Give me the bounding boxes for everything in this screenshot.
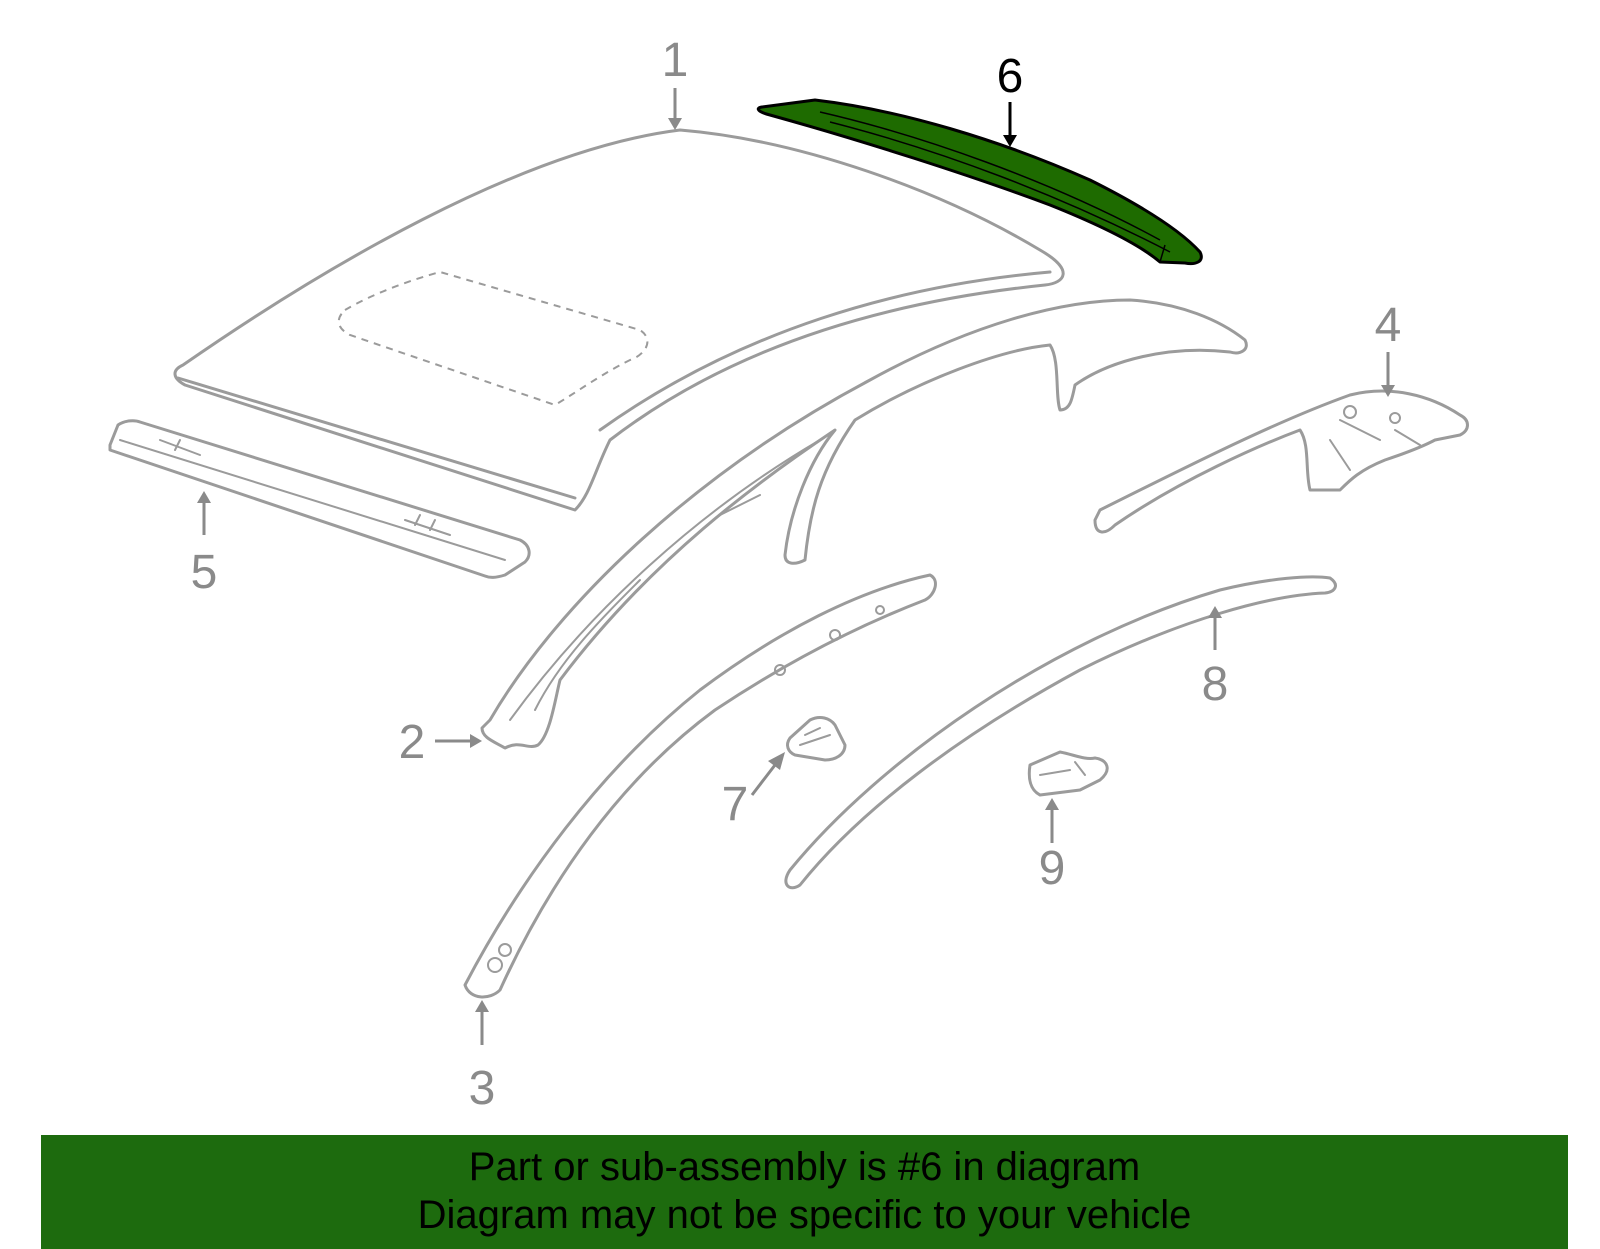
part-6-roof-bow[interactable] — [756, 98, 1203, 266]
callout-7-arrow — [750, 764, 777, 796]
part-7-bracket[interactable] — [786, 716, 847, 762]
part-2-side-inner-rail[interactable] — [480, 298, 1248, 750]
part-9-clip[interactable] — [1027, 750, 1109, 797]
callout-6-label[interactable]: 6 — [997, 50, 1024, 103]
callout-3-label[interactable]: 3 — [469, 1062, 496, 1115]
info-banner: Part or sub-assembly is #6 in diagram Di… — [41, 1135, 1568, 1249]
part-5-front-header[interactable] — [108, 419, 531, 579]
callout-1-label[interactable]: 1 — [662, 34, 689, 87]
callout-9-arrowhead — [1045, 798, 1059, 810]
callout-2-arrowhead — [470, 734, 482, 748]
part-8-drip-rail[interactable] — [784, 575, 1337, 890]
callout-9-label[interactable]: 9 — [1039, 842, 1066, 895]
callout-7-arrowhead — [768, 752, 785, 770]
callout-6-arrowhead — [1003, 135, 1017, 147]
callout-5-label[interactable]: 5 — [191, 546, 218, 599]
banner-line-2: Diagram may not be specific to your vehi… — [417, 1193, 1192, 1237]
banner-line-1: Part or sub-assembly is #6 in diagram — [468, 1145, 1141, 1189]
callout-1-arrowhead — [668, 118, 682, 130]
callout-8-arrowhead — [1208, 606, 1222, 618]
part-1-roof-panel[interactable] — [173, 128, 1065, 512]
callout-4-label[interactable]: 4 — [1375, 299, 1402, 352]
part-3-lower-rail[interactable] — [463, 573, 937, 999]
callout-7-label[interactable]: 7 — [722, 778, 749, 831]
callout-4-arrowhead — [1381, 385, 1395, 397]
callout-2-label[interactable]: 2 — [399, 716, 426, 769]
callout-3-arrowhead — [475, 1000, 489, 1012]
part-4-rear-quarter-inner[interactable] — [1093, 389, 1469, 534]
callout-5-arrowhead — [197, 491, 211, 503]
callout-8-label[interactable]: 8 — [1202, 658, 1229, 711]
